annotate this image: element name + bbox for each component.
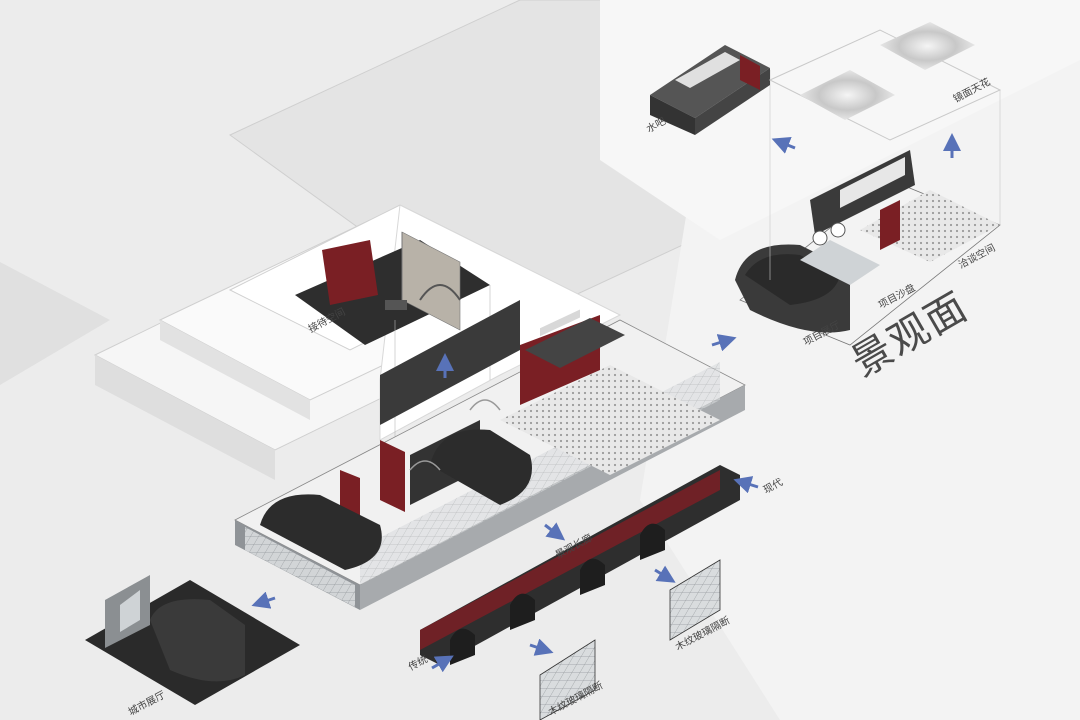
mirror-ceiling-module [768,22,1002,141]
direction-arrows [251,133,961,673]
arrow-left-cityhall [251,591,276,609]
arrow-right-middle [711,334,737,352]
water-bar-module [650,45,770,135]
arrow-down-partition-1 [529,638,554,656]
city-hall-module [85,575,300,705]
arrow-left-modern [733,476,759,494]
wood-glass-partitions [539,559,721,720]
arrow-left-waterbar [771,136,796,154]
main-floor-block [234,300,746,610]
arrow-down-partition-2 [654,565,676,583]
right-floor-block [735,70,1001,346]
reception-space-module [295,231,491,440]
arrow-down-corridor [544,522,566,541]
arrow-right-tradition [431,655,454,673]
landscape-corridor-walls [420,465,740,665]
